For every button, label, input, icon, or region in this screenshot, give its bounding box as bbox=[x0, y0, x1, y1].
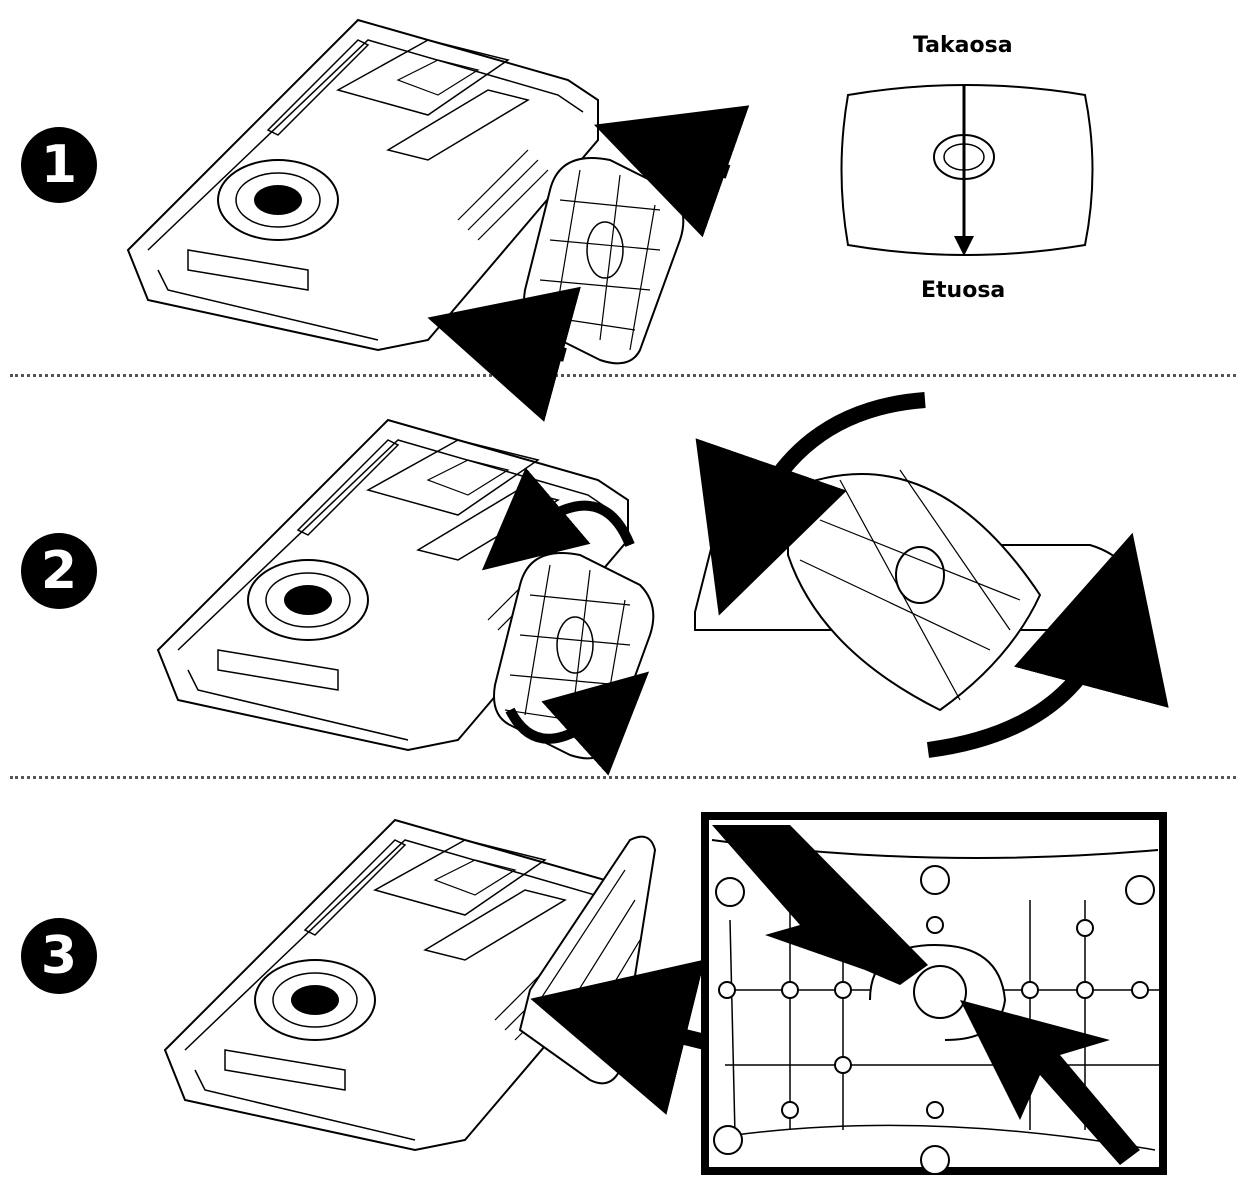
step-2-rotate-arrow-top bbox=[481, 467, 635, 571]
step-3-badge: 3 bbox=[21, 918, 97, 994]
orientation-diagram bbox=[840, 84, 1094, 256]
divider-1 bbox=[10, 374, 1236, 377]
orientation-top-label: Takaosa bbox=[913, 33, 1013, 58]
step-1-arrow-lower bbox=[427, 286, 581, 422]
step-2-badge: 2 bbox=[21, 533, 97, 609]
step-1-arrow-upper bbox=[593, 105, 750, 238]
step-2-curve-arrow-bottom bbox=[926, 532, 1169, 758]
step-2-rotate-arrow-bottom bbox=[505, 671, 650, 776]
step-3-detail-view bbox=[701, 812, 1167, 1175]
divider-2 bbox=[10, 776, 1236, 779]
step-3-pointer-arrow bbox=[530, 959, 707, 1115]
step-1-badge: 1 bbox=[21, 127, 97, 203]
orientation-bottom-label: Etuosa bbox=[921, 278, 1006, 303]
step-2-curve-arrow-top bbox=[695, 392, 926, 616]
